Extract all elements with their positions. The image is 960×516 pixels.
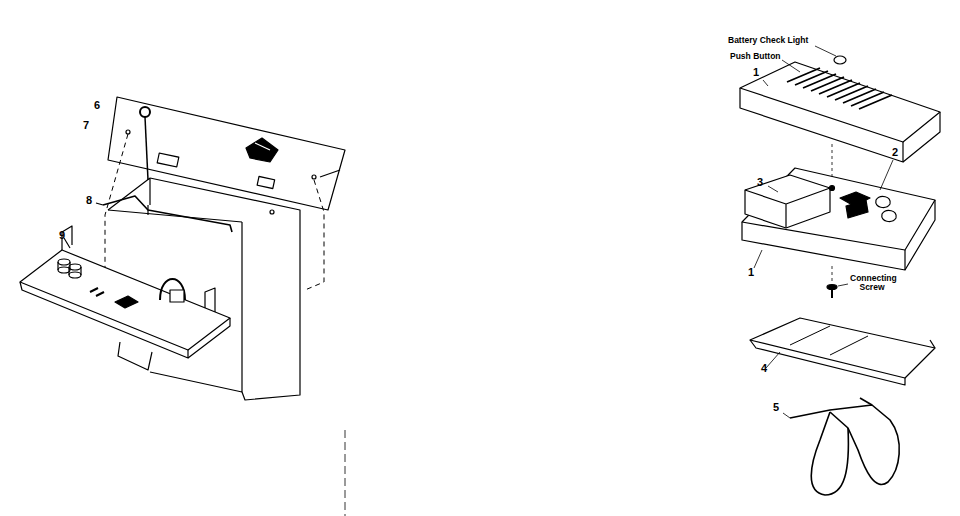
callout-number: 6 bbox=[94, 100, 100, 112]
callout-number: 5 bbox=[773, 402, 779, 414]
alignment-lines bbox=[105, 134, 324, 290]
callout-number: 3 bbox=[757, 177, 763, 189]
circuit-board-top bbox=[108, 97, 345, 210]
part-label: Push Button bbox=[730, 52, 781, 61]
spring-clip bbox=[783, 398, 899, 495]
callout-number: 9 bbox=[59, 230, 65, 242]
callout-number: 8 bbox=[86, 195, 92, 207]
circuit-board-lower bbox=[20, 226, 230, 370]
leader-line bbox=[320, 170, 340, 177]
mounting-plate bbox=[750, 318, 935, 385]
leader-line bbox=[96, 203, 103, 205]
part-label: Connecting Screw bbox=[850, 274, 894, 292]
callout-number: 2 bbox=[892, 147, 898, 159]
callout-number: 4 bbox=[761, 363, 767, 375]
part-label: Battery Check Light bbox=[728, 36, 808, 45]
alignment-line bbox=[832, 144, 833, 180]
margin-mark bbox=[345, 430, 346, 516]
callout-number: 1 bbox=[753, 67, 759, 79]
antenna-wire bbox=[103, 196, 232, 232]
callout-number: 1 bbox=[748, 267, 754, 279]
transmitter-top-cover bbox=[740, 46, 940, 162]
connecting-screw bbox=[827, 266, 848, 298]
callout-number: 7 bbox=[83, 120, 89, 132]
transmitter-base bbox=[742, 160, 935, 270]
